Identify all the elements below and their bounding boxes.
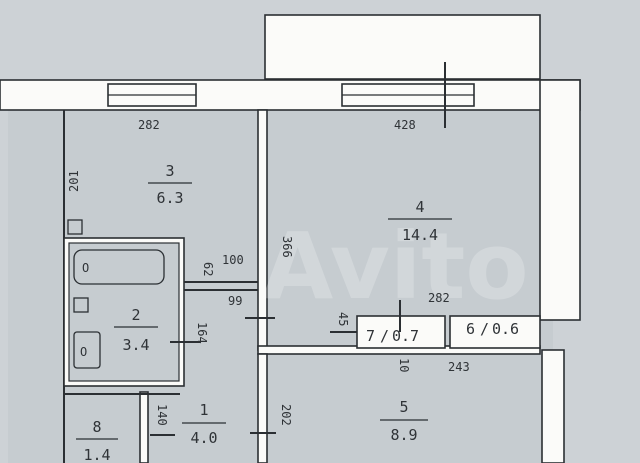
exterior-wall-top <box>0 79 581 111</box>
dim-202: 202 <box>279 404 293 426</box>
svg-text:1.4: 1.4 <box>83 446 110 463</box>
dim-62: 62 <box>201 262 215 276</box>
svg-text:14.4: 14.4 <box>402 226 438 244</box>
svg-text:/: / <box>380 327 389 345</box>
dim-140: 140 <box>155 404 169 426</box>
svg-text:4.0: 4.0 <box>190 429 217 447</box>
room-8-label: 8 1.4 <box>76 418 118 463</box>
wall-room8-room1 <box>139 391 149 463</box>
exterior-wall-right-lower <box>541 349 565 463</box>
dim-10: 10 <box>397 358 411 372</box>
room-3-label: 3 6.3 <box>148 162 192 207</box>
fixture-room3-icon <box>67 219 83 235</box>
toilet-icon <box>73 331 101 369</box>
dim-100: 100 <box>222 253 244 267</box>
room-5-label: 5 8.9 <box>380 398 428 444</box>
svg-text:8.9: 8.9 <box>390 426 417 444</box>
svg-text:8: 8 <box>92 418 101 436</box>
svg-text:7: 7 <box>366 327 375 345</box>
svg-text:1: 1 <box>199 401 208 419</box>
svg-text:3: 3 <box>165 162 174 180</box>
svg-text:4: 4 <box>415 198 424 216</box>
dim-282-top: 282 <box>138 118 160 132</box>
room-4-label: 4 14.4 <box>388 198 452 244</box>
dim-201: 201 <box>67 170 81 192</box>
exterior-wall-right <box>539 79 581 321</box>
sink-icon <box>73 297 89 313</box>
dim-243: 243 <box>448 360 470 374</box>
closet-6 <box>449 315 541 349</box>
svg-text:O: O <box>82 261 89 275</box>
balcony <box>264 14 541 80</box>
dim-99: 99 <box>228 294 242 308</box>
room-2-label: 2 3.4 <box>114 306 158 354</box>
svg-text:0.6: 0.6 <box>492 320 519 338</box>
bathtub-icon <box>73 249 165 285</box>
svg-text:O: O <box>80 345 87 359</box>
svg-text:0.7: 0.7 <box>392 327 419 345</box>
avito-watermark: Avito <box>262 213 529 320</box>
svg-text:5: 5 <box>399 398 408 416</box>
dim-428: 428 <box>394 118 416 132</box>
dim-45: 45 <box>336 312 350 326</box>
svg-text:2: 2 <box>131 306 140 324</box>
dim-366: 366 <box>280 236 294 258</box>
svg-text:3.4: 3.4 <box>122 336 149 354</box>
wall-room1-room5 <box>257 353 268 463</box>
svg-text:6.3: 6.3 <box>156 189 183 207</box>
svg-text:6: 6 <box>466 320 475 338</box>
room-6-label: 6 / 0.6 <box>466 320 519 338</box>
dim-282-mid: 282 <box>428 291 450 305</box>
room-1-label: 1 4.0 <box>182 401 226 447</box>
dim-164: 164 <box>195 322 209 344</box>
room-7-label: 7 / 0.7 <box>366 327 419 345</box>
svg-text:/: / <box>480 320 489 338</box>
